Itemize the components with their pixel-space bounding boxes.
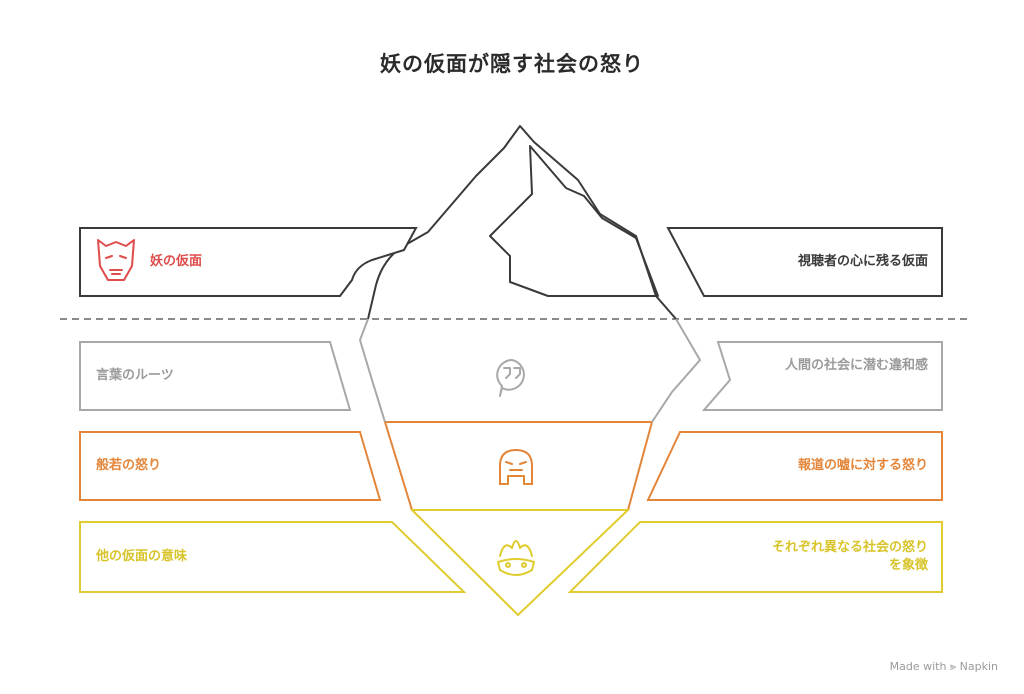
panel-left-1 <box>79 227 418 297</box>
left-label-2: 言葉のルーツ <box>96 368 174 383</box>
napkin-watermark: Made with ⪢ Napkin <box>889 660 998 673</box>
right-label-4: それぞれ異なる社会の怒りを象徴 <box>771 540 928 573</box>
left-label-1: 妖の仮面 <box>150 254 203 269</box>
layer-orange-fill <box>383 421 654 511</box>
panel-left-2 <box>79 341 352 411</box>
right-label-2: 人間の社会に潜む違和感 <box>784 358 928 373</box>
panel-right-3 <box>646 431 943 501</box>
left-label-3: 般若の怒り <box>96 458 162 473</box>
left-label-4: 他の仮面の意味 <box>96 549 188 564</box>
iceberg-outline <box>367 125 677 320</box>
demon-mask-icon <box>97 239 135 281</box>
iceberg-underwater-right <box>651 318 702 423</box>
layer-yellow-fill <box>409 509 631 617</box>
iceberg-inner-peak <box>489 145 659 297</box>
right-label-3: 報道の嘘に対する怒り <box>797 458 928 473</box>
quote-bubble-icon <box>496 359 525 397</box>
panel-left-3 <box>79 431 382 501</box>
diagram-title: 妖の仮面が隠す社会の怒り <box>380 52 644 76</box>
hannya-mask-icon <box>499 449 533 485</box>
carnival-mask-icon <box>497 540 535 576</box>
panel-right-2 <box>701 341 943 411</box>
panel-left-4 <box>79 521 467 593</box>
panel-right-1 <box>666 227 943 297</box>
iceberg-underwater-left <box>358 318 386 423</box>
right-label-1: 視聴者の心に残る仮面 <box>797 254 928 269</box>
panel-right-4 <box>567 521 943 593</box>
